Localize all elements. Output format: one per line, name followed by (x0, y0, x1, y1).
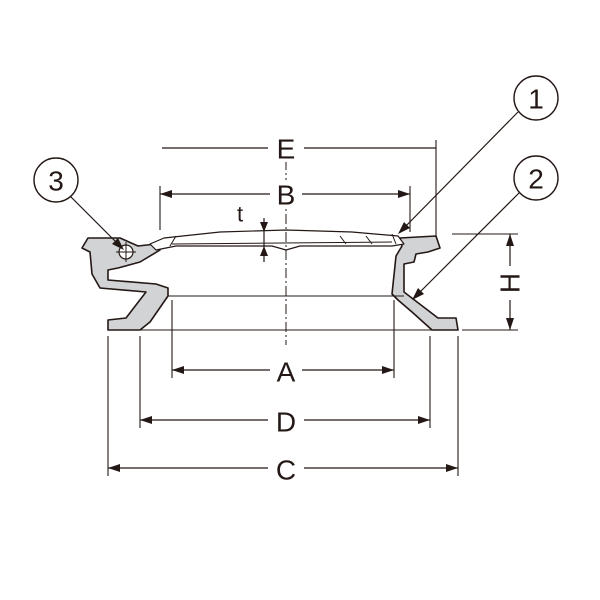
label-t: t (237, 202, 243, 227)
label-H: H (495, 273, 526, 293)
dimension-t: t (237, 202, 268, 262)
callout-1: 1 (398, 75, 559, 234)
label-E: E (277, 134, 296, 165)
frame-right-section (391, 235, 459, 331)
dimension-H: H (452, 233, 526, 331)
dimension-C: C (107, 336, 459, 486)
callout-2: 2 (412, 155, 559, 300)
callout-2-label: 2 (528, 164, 544, 195)
label-B: B (277, 180, 296, 211)
label-C: C (276, 455, 296, 486)
callout-3: 3 (33, 157, 124, 250)
label-D: D (276, 407, 296, 438)
dimension-B: B (159, 180, 411, 232)
callout-3-label: 3 (48, 166, 64, 197)
callout-1-label: 1 (528, 84, 544, 115)
lid (149, 229, 405, 251)
dimension-D: D (139, 336, 431, 438)
label-A: A (277, 357, 296, 388)
dimension-E: E (162, 134, 437, 236)
dimension-A: A (171, 300, 395, 388)
